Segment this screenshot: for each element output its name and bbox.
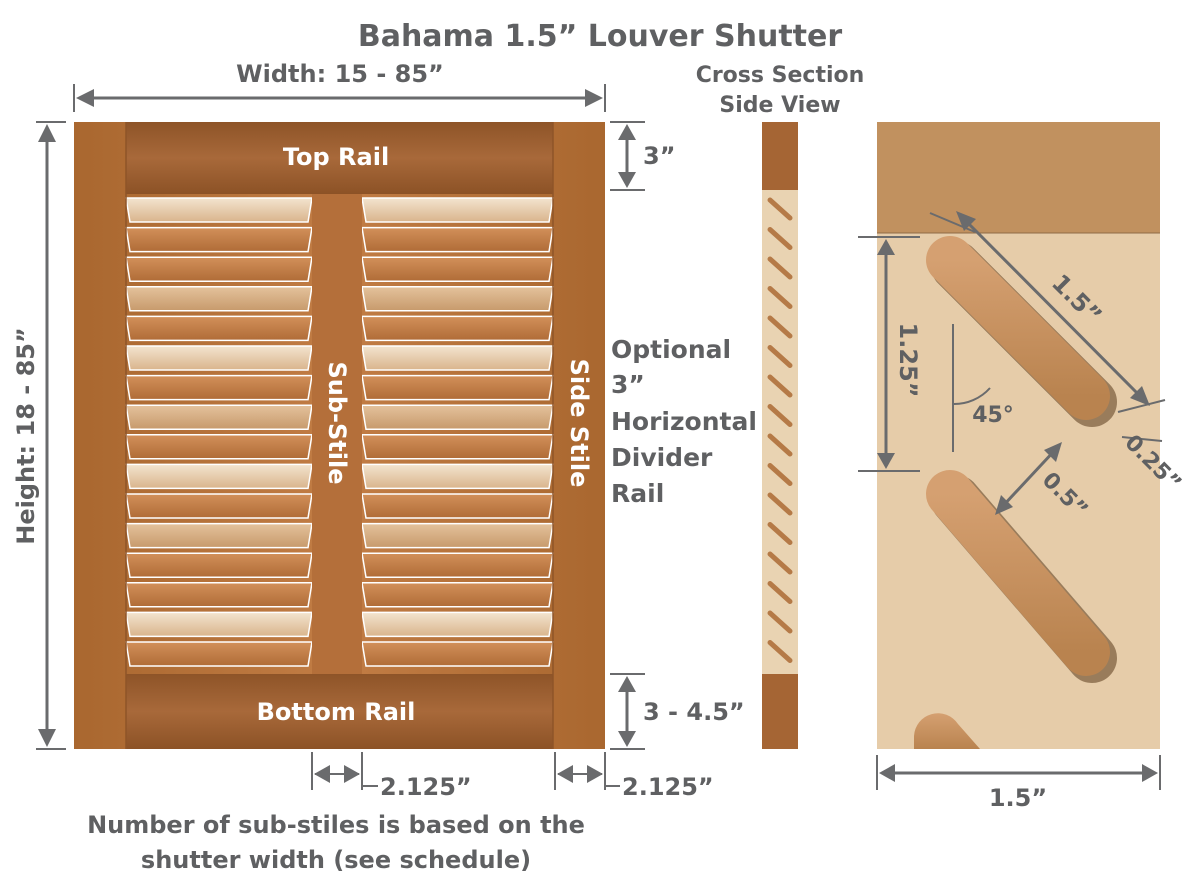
cross-section-slat <box>767 640 793 663</box>
louver-slat <box>125 552 313 578</box>
optional-divider-line-1: Optional <box>611 335 731 364</box>
louver-slat <box>125 197 313 223</box>
cross-section-side-view <box>762 122 798 749</box>
louver-slat <box>361 522 554 549</box>
louver-slat <box>361 582 554 608</box>
louver-slat <box>125 256 313 282</box>
cross-section-title-line-2: Side View <box>719 93 840 118</box>
sub-stile-dimension: 2.125” <box>311 752 472 801</box>
sub-stile-note-line-1: Number of sub-stiles is based on the <box>87 811 585 839</box>
cross-section-slat <box>767 315 793 339</box>
louver-slat <box>361 493 554 519</box>
bottom-rail <box>126 674 553 749</box>
louver-slat <box>125 463 313 490</box>
cross-section-slat <box>767 404 793 427</box>
louver-slat <box>125 493 313 519</box>
louver-slat <box>125 641 313 667</box>
sub-stile-dim-label: 2.125” <box>380 773 472 801</box>
louver-slat <box>125 286 313 312</box>
louver-slat <box>125 315 313 342</box>
angle-label: 45° <box>972 403 1014 428</box>
optional-divider-label: Optional 3” Horizontal Divider Rail <box>611 335 757 508</box>
sub-stile-note-line-2: shutter width (see schedule) <box>141 846 531 874</box>
sub-stile <box>312 194 362 674</box>
side-stile-dim-label: 2.125” <box>622 773 714 801</box>
louver-slat <box>125 582 313 608</box>
cross-section-slat <box>767 463 793 486</box>
cross-section-slat <box>767 522 793 545</box>
enlarged-section: 1.5” 1.25” 45° 0.25” 0.5” 1.5” <box>858 122 1186 812</box>
louver-slat <box>361 286 554 312</box>
louver-slat <box>361 404 554 430</box>
top-rail-dimension: 3” <box>610 121 675 191</box>
shutter-front-view: Top Rail Bottom Rail Sub-Stile Side Stil… <box>74 122 605 749</box>
louver-slat <box>361 611 554 638</box>
louver-slat <box>125 345 313 371</box>
louver-slat <box>361 434 554 460</box>
louver-slat <box>361 226 554 253</box>
cross-section-slat <box>767 286 793 309</box>
top-rail-label: Top Rail <box>283 143 389 171</box>
cross-section-body <box>762 190 798 674</box>
enlarged-section-rail <box>877 122 1160 233</box>
louver-slat <box>125 404 313 430</box>
side-stile-dimension: 2.125” <box>554 752 714 801</box>
cross-section-bottom-rail <box>762 674 798 749</box>
top-rail-dim-label: 3” <box>643 142 675 170</box>
cross-section-top-rail <box>762 122 798 190</box>
optional-divider-line-4: Divider <box>611 443 713 472</box>
optional-divider-line-2: 3” <box>611 370 645 399</box>
louver-slat <box>125 374 313 401</box>
louver-slat-2 <box>926 470 1117 683</box>
cross-section-title-line-1: Cross Section <box>696 63 865 88</box>
top-rail <box>126 122 553 194</box>
louver-slat <box>361 197 554 223</box>
cross-section-slat <box>767 197 793 221</box>
louver-slat <box>361 345 554 371</box>
louver-slat <box>125 434 313 460</box>
height-label: Height: 18 - 85” <box>12 327 40 545</box>
louver-slat <box>361 374 554 401</box>
louver-slat <box>361 315 554 342</box>
cross-section-slat <box>767 256 793 280</box>
section-width-label: 1.5” <box>989 784 1047 812</box>
cross-section-slat <box>767 227 793 250</box>
louver-slat <box>361 256 554 282</box>
sub-stile-label: Sub-Stile <box>323 362 351 485</box>
cross-section-slat <box>767 374 793 398</box>
louver-slat <box>125 226 313 253</box>
cross-section-slat <box>767 551 793 575</box>
bottom-rail-dimension: 3 - 4.5” <box>610 673 745 750</box>
louver-slat <box>361 552 554 578</box>
louver-slat <box>125 522 313 549</box>
optional-divider-line-3: Horizontal <box>611 407 757 436</box>
width-dimension: Width: 15 - 85” <box>73 60 606 112</box>
cross-section-slat <box>767 433 793 457</box>
bottom-rail-label: Bottom Rail <box>257 698 416 726</box>
optional-divider-line-5: Rail <box>611 479 664 508</box>
louvers <box>125 197 554 667</box>
louver-slat-3 <box>914 713 980 749</box>
cross-section-slat <box>767 610 793 634</box>
cross-section-slat <box>767 345 793 368</box>
width-label: Width: 15 - 85” <box>236 60 444 88</box>
side-stile-label: Side Stile <box>565 359 593 488</box>
diagram-title: Bahama 1.5” Louver Shutter <box>358 19 843 54</box>
louver-slat <box>361 641 554 667</box>
cross-section-slat <box>767 581 793 604</box>
louver-spacing-label: 1.25” <box>894 323 922 398</box>
height-dimension: Height: 18 - 85” <box>12 121 66 750</box>
louver-slat <box>125 611 313 638</box>
bottom-rail-dim-label: 3 - 4.5” <box>643 698 745 726</box>
louver-slat-1 <box>926 236 1117 427</box>
cross-section-slats <box>767 197 793 663</box>
cross-section-slat <box>767 492 793 516</box>
louver-slat <box>361 463 554 490</box>
